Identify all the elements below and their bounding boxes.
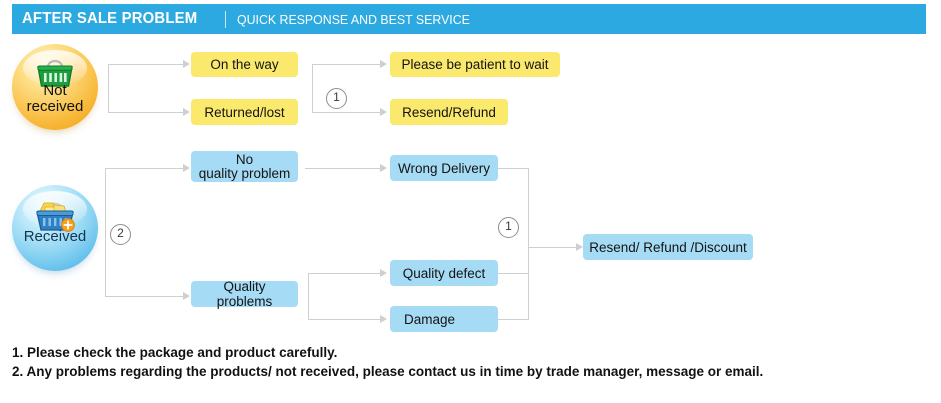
blue-filled-shopping-basket-icon — [36, 202, 75, 232]
node-please-be-patient-to-wait: Please be patient to wait — [390, 52, 560, 77]
connector-quality-defect-out — [498, 273, 528, 274]
connector-damage-out — [498, 319, 528, 320]
node-no-quality-problem-line2: quality problem — [198, 165, 291, 181]
node-no-quality-problem-line1: No — [235, 151, 254, 167]
connector-to-damage — [308, 319, 380, 320]
connector-received-to-quality-problems — [105, 296, 183, 297]
connector-quality-problems-vertical — [308, 273, 309, 319]
node-damage: Damage — [390, 306, 498, 332]
connector-received-to-no-quality-problem — [105, 168, 183, 169]
connector-not-received-to-on-the-way — [108, 64, 183, 65]
footer-note-1: 1. Please check the package and product … — [12, 345, 338, 360]
green-shopping-basket-icon — [37, 59, 73, 87]
badge-one-top: 1 — [326, 88, 347, 109]
connector-not-received-to-returned-lost — [108, 112, 183, 113]
arrow-to-quality-problems — [183, 292, 190, 300]
arrow-to-please-wait — [380, 60, 387, 68]
arrow-to-resend-refund — [380, 108, 387, 116]
badge-two-received: 2 — [110, 224, 131, 245]
node-received: Received — [12, 185, 98, 271]
node-damage-label: Damage — [404, 311, 456, 327]
badge-one-right: 1 — [498, 217, 519, 238]
node-wrong-delivery: Wrong Delivery — [390, 155, 498, 181]
node-on-the-way: On the way — [191, 52, 298, 77]
arrow-to-wrong-delivery — [380, 164, 387, 172]
node-not-received-label-line2: received — [26, 98, 84, 115]
node-quality-defect: Quality defect — [390, 260, 498, 286]
node-not-received-label-line1: Not — [43, 82, 67, 99]
arrow-to-quality-defect — [380, 269, 387, 277]
connector-to-quality-defect — [308, 273, 380, 274]
arrow-to-returned-lost — [183, 108, 190, 116]
node-returned-lost: Returned/lost — [191, 99, 298, 125]
footer-notes: 1. Please check the package and product … — [12, 343, 928, 381]
header-divider — [224, 10, 226, 28]
connector-right-bracket-vertical — [528, 168, 529, 320]
page-title: AFTER SALE PROBLEM — [22, 10, 198, 27]
connector-to-wrong-delivery — [305, 168, 380, 169]
connector-stage2-vertical — [312, 64, 313, 112]
connector-received-vertical — [105, 168, 106, 296]
connector-wrong-delivery-out — [498, 168, 528, 169]
footer-note-2: 2. Any problems regarding the products/ … — [12, 364, 764, 379]
connector-to-resend-refund-discount — [528, 247, 576, 248]
node-resend-refund-discount: Resend/ Refund /Discount — [583, 234, 753, 260]
arrow-to-on-the-way — [183, 60, 190, 68]
node-resend-refund: Resend/Refund — [390, 99, 508, 125]
node-no-quality-problem: No quality problem — [191, 151, 298, 182]
header-bar: AFTER SALE PROBLEM QUICK RESPONSE AND BE… — [12, 4, 926, 34]
arrow-to-resend-refund-discount — [576, 243, 583, 251]
node-received-label: Received — [23, 228, 87, 245]
arrow-to-damage — [380, 315, 387, 323]
connector-to-please-wait — [312, 64, 380, 65]
arrow-to-no-quality-problem — [183, 164, 190, 172]
node-not-received-label: Not received — [12, 83, 98, 115]
node-not-received: Not received — [12, 44, 98, 130]
header-subtitle: QUICK RESPONSE AND BEST SERVICE — [236, 11, 470, 27]
node-quality-problems: Quality problems — [191, 279, 298, 309]
connector-not-received-vertical — [108, 64, 109, 112]
connector-to-resend-refund — [312, 112, 380, 113]
